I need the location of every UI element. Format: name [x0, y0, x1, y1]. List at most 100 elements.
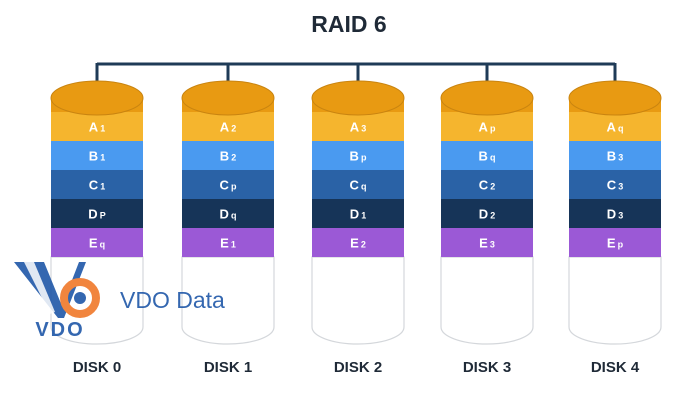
block-letter: D: [350, 207, 359, 222]
block-letter: A: [479, 120, 489, 135]
block-e-stripe: [51, 228, 143, 257]
block-index: 2: [490, 182, 495, 192]
block-letter: D: [607, 207, 616, 222]
block-e-stripe: [569, 228, 661, 257]
block-index: 2: [490, 211, 495, 221]
block-letter: E: [607, 236, 616, 251]
disk-label: DISK 3: [463, 359, 511, 376]
block-letter: A: [220, 120, 230, 135]
block-letter: D: [479, 207, 488, 222]
block-letter: E: [89, 236, 98, 251]
disk-label: DISK 2: [334, 359, 382, 376]
block-index: p: [490, 124, 496, 134]
block-index: q: [490, 153, 496, 163]
block-index: 1: [100, 124, 105, 134]
vdo-logo-text: VDO: [35, 319, 84, 341]
disk-empty-space: [181, 256, 275, 345]
disk-cap-top: [311, 80, 405, 116]
connector-bus: [95, 62, 617, 82]
block-index: 2: [231, 124, 236, 134]
block-a-stripe: [569, 112, 661, 141]
disk-cap-top: [181, 80, 275, 116]
diagram-title: RAID 6: [311, 11, 386, 37]
disk-cap-top: [440, 80, 534, 116]
block-a-stripe: [441, 112, 533, 141]
block-index: q: [361, 182, 367, 192]
block-b-stripe: [182, 141, 274, 170]
block-index: 1: [100, 182, 105, 192]
block-e-stripe: [182, 228, 274, 257]
block-letter: A: [607, 120, 617, 135]
block-letter: C: [220, 178, 230, 193]
disk-label: DISK 4: [591, 359, 640, 376]
block-letter: A: [89, 120, 99, 135]
block-letter: B: [350, 149, 359, 164]
block-index: q: [100, 240, 106, 250]
block-index: q: [231, 211, 237, 221]
block-b-stripe: [569, 141, 661, 170]
disk-cap-top: [50, 80, 144, 116]
block-e-stripe: [312, 228, 404, 257]
vdo-logo-o-ring: [60, 278, 100, 318]
block-index: 3: [618, 182, 623, 192]
vdo-logo-o-dot: [74, 292, 86, 304]
block-index: p: [231, 182, 237, 192]
block-b-stripe: [312, 141, 404, 170]
block-index: 3: [361, 124, 366, 134]
block-index: 1: [100, 153, 105, 163]
block-index: 2: [361, 240, 366, 250]
disk-label: DISK 0: [73, 359, 121, 376]
block-e-stripe: [441, 228, 533, 257]
block-index: 3: [490, 240, 495, 250]
block-letter: B: [479, 149, 488, 164]
block-d-stripe: [569, 199, 661, 228]
block-letter: B: [89, 149, 98, 164]
block-c-stripe: [441, 170, 533, 199]
block-letter: C: [89, 178, 99, 193]
block-a-stripe: [182, 112, 274, 141]
block-index: 1: [231, 240, 236, 250]
disk-label: DISK 1: [204, 359, 252, 376]
block-d-stripe: [441, 199, 533, 228]
block-index: 3: [618, 211, 623, 221]
block-letter: E: [350, 236, 359, 251]
block-a-stripe: [312, 112, 404, 141]
vdo-logo-v-stripe: [24, 262, 55, 314]
block-c-stripe: [312, 170, 404, 199]
block-index: q: [618, 124, 624, 134]
disk-empty-space: [568, 256, 662, 345]
block-index: 3: [618, 153, 623, 163]
block-d-stripe: [312, 199, 404, 228]
block-c-stripe: [51, 170, 143, 199]
disk-empty-space: [311, 256, 405, 345]
block-c-stripe: [182, 170, 274, 199]
block-c-stripe: [569, 170, 661, 199]
block-index: 2: [231, 153, 236, 163]
